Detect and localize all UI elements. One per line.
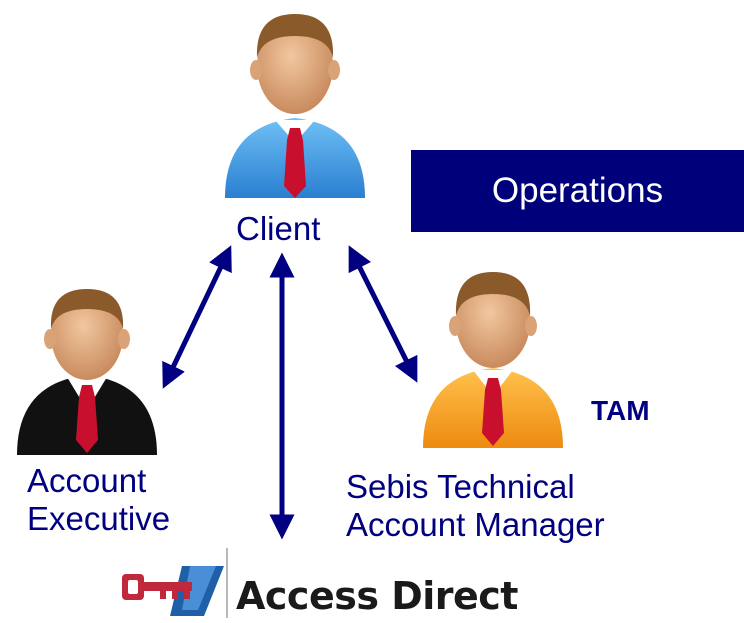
tam-badge: TAM (591, 395, 650, 426)
logo-divider (226, 548, 228, 618)
client-tam-arrow (348, 245, 418, 383)
account-exec-line1: Account (27, 462, 147, 499)
account-executive-person-icon (17, 289, 157, 455)
account-exec-line2: Executive (27, 500, 171, 537)
access-direct-logo-icon (122, 566, 224, 616)
access-direct-logo-text: Access Direct (236, 574, 518, 618)
tam-line2: Account Manager (346, 506, 605, 543)
client-label: Client (236, 210, 321, 247)
client-exec-arrow (162, 245, 232, 389)
tam-person-icon (423, 272, 563, 448)
operations-box: Operations (411, 150, 744, 232)
client-person-icon (225, 14, 365, 198)
operations-label: Operations (491, 171, 664, 210)
tam-line1: Sebis Technical (346, 468, 575, 505)
